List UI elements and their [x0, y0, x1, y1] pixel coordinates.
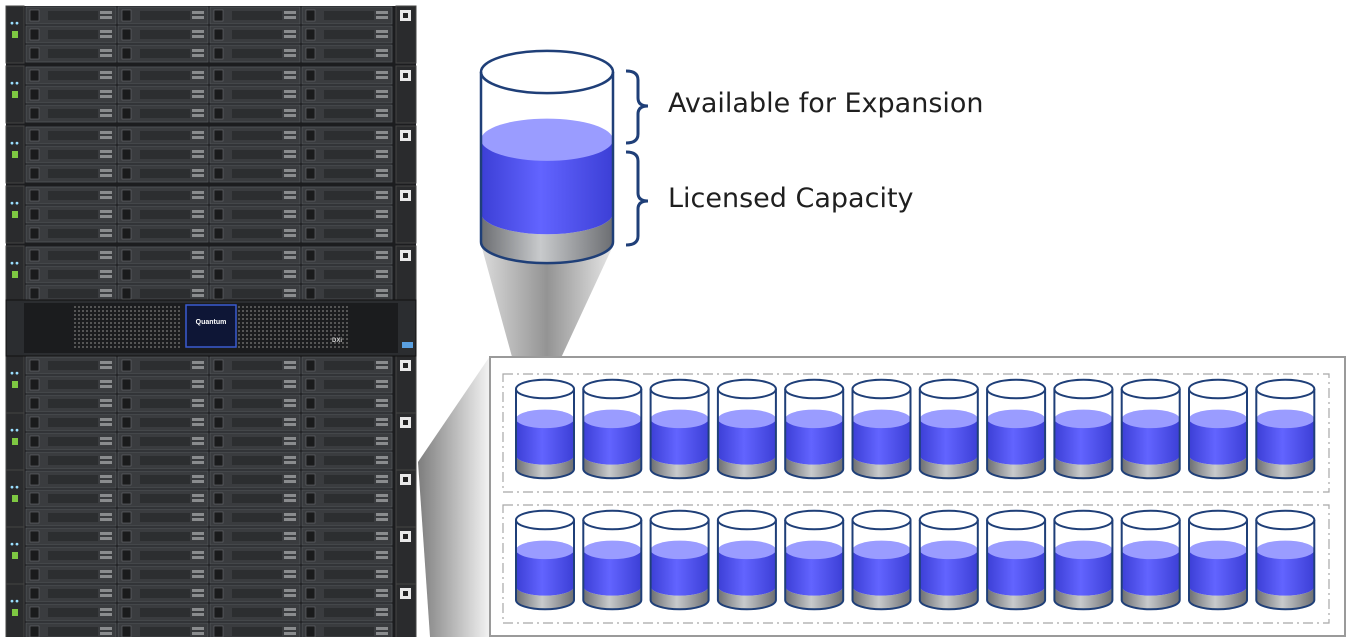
licensed-brace [625, 150, 649, 247]
disk-cylinder [515, 378, 575, 480]
disk-shelf [5, 412, 417, 471]
disk-cylinder [918, 378, 979, 480]
disk-cylinder [851, 509, 912, 611]
expansion-funnel [418, 356, 490, 637]
disk-cylinder [1120, 509, 1181, 611]
disk-cylinder [1255, 509, 1316, 611]
disk-cylinder [1053, 378, 1114, 480]
disk-cylinder [1188, 509, 1248, 611]
disk-cylinder [716, 509, 777, 611]
zoom-funnel [482, 248, 612, 386]
disk-cylinder [649, 378, 710, 480]
disk-cylinder [582, 509, 643, 611]
disk-shelf [5, 185, 417, 244]
disk-shelf [5, 355, 417, 414]
capacity-cylinder [479, 49, 615, 265]
disk-cylinder [1255, 378, 1316, 480]
disk-cylinder [1120, 378, 1181, 480]
disk-shelf [5, 5, 417, 64]
disk-shelf [5, 469, 417, 528]
big-capacity-cylinder [479, 49, 615, 265]
disk-cylinder [851, 378, 912, 480]
disk-shelf [5, 583, 417, 637]
disk-cylinder [649, 509, 710, 611]
disk-array [515, 378, 1316, 611]
disk-cylinder [918, 509, 979, 611]
disk-cylinder [986, 378, 1047, 480]
disk-cylinder [515, 509, 575, 611]
disk-cylinder [1188, 378, 1248, 480]
disk-cylinder [716, 378, 777, 480]
disk-shelf [5, 245, 417, 304]
available-for-expansion-label: Available for Expansion [668, 88, 984, 119]
controller-model: DXi [332, 338, 342, 344]
disk-shelf [5, 125, 417, 184]
disk-shelf [5, 526, 417, 585]
licensed-capacity-label: Licensed Capacity [668, 183, 914, 214]
disk-cylinder [582, 378, 643, 480]
disk-cylinder [986, 509, 1047, 611]
disk-cylinder [784, 509, 845, 611]
expansion-brace [625, 69, 649, 145]
controller-brand: Quantum [196, 319, 227, 326]
disk-cylinder [1053, 509, 1114, 611]
disk-cylinder [784, 378, 845, 480]
disk-shelf [5, 65, 417, 124]
